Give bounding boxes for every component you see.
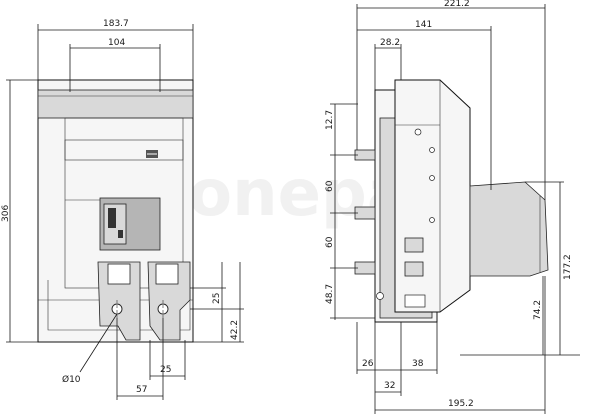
dim-depth-141: 141 — [415, 20, 432, 30]
dim-hole-diameter: Ø10 — [62, 374, 81, 385]
front-top-cover — [37, 89, 194, 119]
dim-pitch-60-b: 60 — [325, 236, 335, 248]
side-fuse-handle — [469, 181, 549, 277]
dim-depth-28-2: 28.2 — [380, 38, 400, 48]
side-housing — [394, 79, 471, 313]
dim-offset-32: 32 — [384, 381, 395, 391]
dim-width-overall: 183.7 — [103, 19, 129, 29]
dim-25-vertical: 25 — [212, 293, 222, 304]
terminal-hole-right — [157, 303, 169, 315]
dim-offset-38: 38 — [412, 359, 424, 369]
dim-height-177-2: 177.2 — [563, 254, 573, 280]
side-view: 221.2 141 28.2 12.7 60 60 48.7 177.2 74.… — [325, 0, 580, 414]
dim-pitch-60-a: 60 — [325, 180, 335, 192]
dim-pitch-48-7: 48.7 — [325, 284, 335, 304]
dim-pitch-12-7: 12.7 — [325, 110, 335, 130]
front-view: 183.7 104 306 25 42.2 Ø10 25 57 — [1, 19, 244, 400]
dim-depth-195-2: 195.2 — [448, 399, 474, 409]
dim-height-overall: 306 — [1, 205, 11, 222]
dim-height-74-2: 74.2 — [533, 300, 543, 320]
dim-depth-overall: 221.2 — [444, 0, 470, 9]
dim-offset-26: 26 — [362, 359, 374, 369]
dim-spacing-57: 57 — [136, 385, 147, 395]
dim-width-inner: 104 — [108, 38, 125, 48]
dim-42-2: 42.2 — [230, 320, 240, 340]
dim-25-horizontal: 25 — [160, 365, 171, 375]
